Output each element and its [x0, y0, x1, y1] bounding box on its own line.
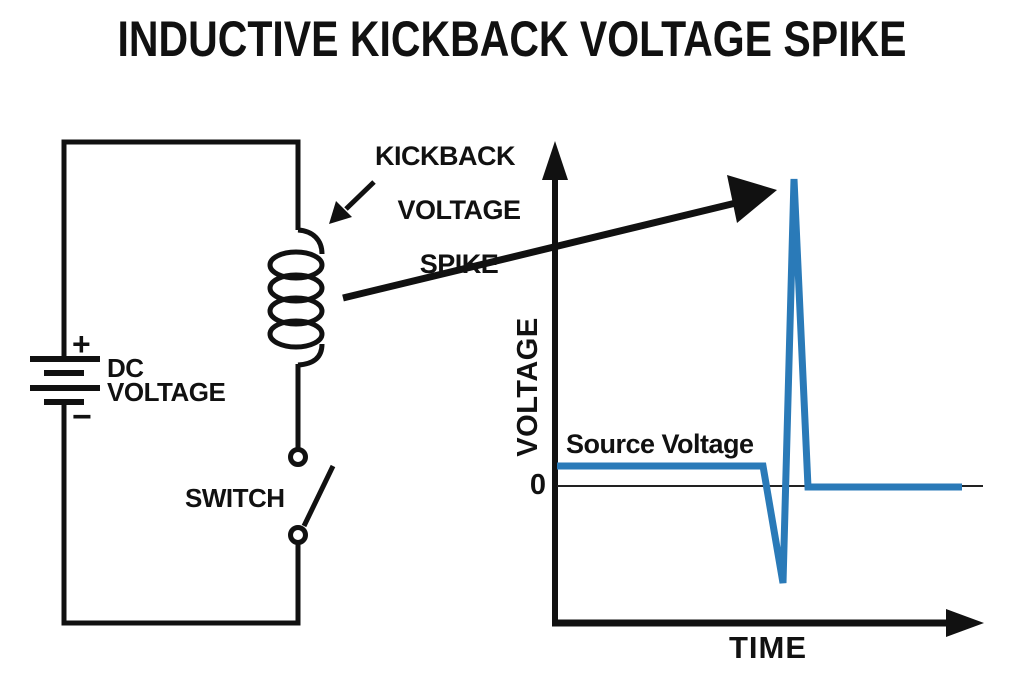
- inductor-loop: [267, 318, 325, 350]
- coil-entry-arc: [297, 227, 325, 255]
- inductor-coil: [267, 227, 325, 368]
- dc-voltage-label-line2: VOLTAGE: [107, 377, 226, 407]
- y-axis-arrowhead-icon: [542, 141, 568, 180]
- inductor-loop: [267, 249, 325, 281]
- arrow-shaft: [342, 198, 741, 302]
- kickback-label-line2: VOLTAGE: [397, 195, 522, 225]
- wire-top-loop: [61, 139, 301, 356]
- voltage-trace: [557, 178, 962, 584]
- dc-voltage-label-line1: DC: [107, 353, 144, 383]
- voltage-time-graph: [542, 141, 984, 637]
- battery-symbol: [30, 356, 100, 405]
- x-axis-arrowhead-icon: [946, 609, 984, 637]
- x-axis-label: TIME: [728, 630, 808, 665]
- switch-lever: [301, 464, 336, 528]
- source-voltage-label: Source Voltage: [566, 429, 754, 459]
- zero-tick-label: 0: [529, 469, 546, 501]
- switch-symbol: [288, 447, 336, 545]
- arrowhead-icon: [329, 201, 352, 224]
- arrow-shaft: [344, 180, 376, 211]
- wire-bottom-loop: [61, 404, 301, 626]
- switch-label: SWITCH: [185, 483, 285, 513]
- battery-plus-sign: +: [72, 326, 91, 362]
- circuit-schematic: [30, 139, 336, 626]
- switch-terminal-bottom: [288, 525, 308, 545]
- y-axis-label: VOLTAGE: [512, 317, 544, 457]
- diagram-title: INDUCTIVE KICKBACK VOLTAGE SPIKE: [117, 11, 907, 67]
- inductor-loop: [267, 295, 325, 327]
- arrowhead-icon: [727, 175, 777, 223]
- kickback-pointer-arrow: [329, 180, 376, 224]
- inductor-loop: [267, 272, 325, 304]
- switch-terminal-top: [288, 447, 308, 467]
- battery-minus-sign: −: [72, 398, 92, 436]
- kickback-label-line3: SPIKE: [419, 249, 499, 279]
- kickback-label-line1: KICKBACK: [375, 141, 516, 171]
- coil-to-spike-arrow: [342, 175, 777, 302]
- coil-exit-arc: [297, 343, 325, 368]
- kickback-spike-label: KICKBACK VOLTAGE SPIKE: [350, 143, 540, 305]
